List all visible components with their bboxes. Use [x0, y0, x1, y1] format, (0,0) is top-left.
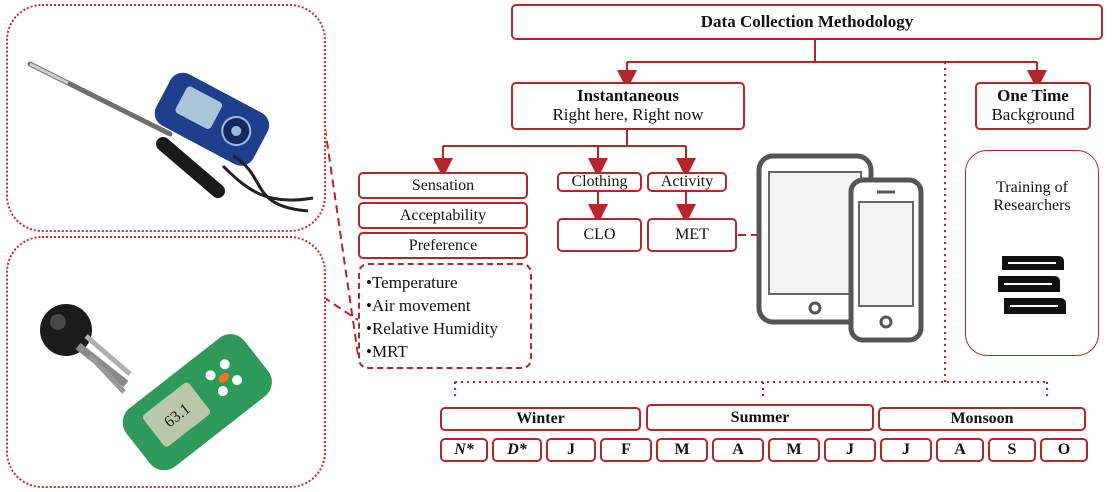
training-line2: Researchers — [993, 196, 1071, 214]
preference-box: Preference — [358, 232, 528, 259]
month-o: O — [1040, 438, 1088, 462]
month-a2: A — [936, 438, 984, 462]
season-summer: Summer — [646, 404, 874, 431]
month-j2-label: J — [846, 441, 854, 459]
month-m1: M — [656, 438, 708, 462]
month-n-label: N* — [454, 441, 474, 459]
month-a1-label: A — [732, 441, 744, 459]
month-s: S — [988, 438, 1036, 462]
activity-label: Activity — [660, 173, 714, 191]
season-summer-label: Summer — [730, 408, 790, 426]
met-box: MET — [647, 218, 737, 252]
month-d: D* — [492, 438, 542, 462]
one-time-subtitle: Background — [991, 105, 1075, 124]
clothing-label: Clothing — [571, 173, 628, 191]
month-m2-label: M — [786, 441, 802, 459]
instantaneous-subtitle: Right here, Right now — [552, 105, 704, 124]
training-panel: Training of Researchers — [965, 150, 1099, 356]
parameters-box: •Temperature •Air movement •Relative Hum… — [358, 263, 532, 369]
heat-stress-meter-icon: 63.1 — [40, 304, 272, 471]
month-n: N* — [440, 438, 488, 462]
instantaneous-box: Instantaneous Right here, Right now — [511, 82, 745, 130]
month-o-label: O — [1057, 441, 1071, 459]
month-j1: J — [546, 438, 596, 462]
month-m1-label: M — [674, 441, 690, 459]
books-icon — [998, 256, 1066, 315]
one-time-title: One Time — [997, 86, 1069, 106]
season-winter: Winter — [440, 407, 641, 431]
clothing-box: Clothing — [557, 172, 642, 192]
one-time-box: One Time Background — [975, 82, 1091, 130]
month-s-label: S — [1007, 441, 1017, 459]
season-monsoon: Monsoon — [878, 407, 1086, 431]
month-j3: J — [880, 438, 932, 462]
season-monsoon-label: Monsoon — [950, 410, 1014, 428]
activity-box: Activity — [647, 172, 727, 192]
training-line1: Training of — [996, 179, 1068, 196]
airflow-meter-panel — [6, 4, 326, 232]
month-j1-label: J — [567, 441, 575, 459]
parameter-air-movement: •Air movement — [366, 296, 471, 315]
page-title-text: Data Collection Methodology — [700, 11, 914, 31]
month-f-label: F — [621, 441, 631, 459]
parameter-mrt: •MRT — [366, 342, 408, 361]
month-f: F — [600, 438, 652, 462]
month-j3-label: J — [902, 441, 910, 459]
heat-stress-meter-panel: 63.1 — [6, 236, 326, 488]
preference-label: Preference — [408, 236, 478, 254]
clo-label: CLO — [583, 226, 616, 244]
page-title: Data Collection Methodology — [511, 4, 1103, 40]
airflow-meter-icon — [27, 61, 314, 213]
sensation-label: Sensation — [411, 176, 475, 194]
month-d-label: D* — [507, 441, 527, 459]
clo-box: CLO — [557, 218, 642, 252]
tablet-phone-icon — [756, 153, 924, 343]
met-label: MET — [675, 226, 709, 244]
month-j2: J — [824, 438, 876, 462]
sensation-box: Sensation — [358, 172, 528, 199]
parameter-relative-humidity: •Relative Humidity — [366, 319, 499, 338]
month-a1: A — [712, 438, 764, 462]
season-winter-label: Winter — [516, 410, 565, 428]
acceptability-label: Acceptability — [399, 206, 487, 224]
month-a2-label: A — [954, 441, 966, 459]
acceptability-box: Acceptability — [358, 202, 528, 229]
instantaneous-title: Instantaneous — [576, 86, 680, 106]
month-m2: M — [768, 438, 820, 462]
parameter-temperature: •Temperature — [366, 273, 458, 292]
